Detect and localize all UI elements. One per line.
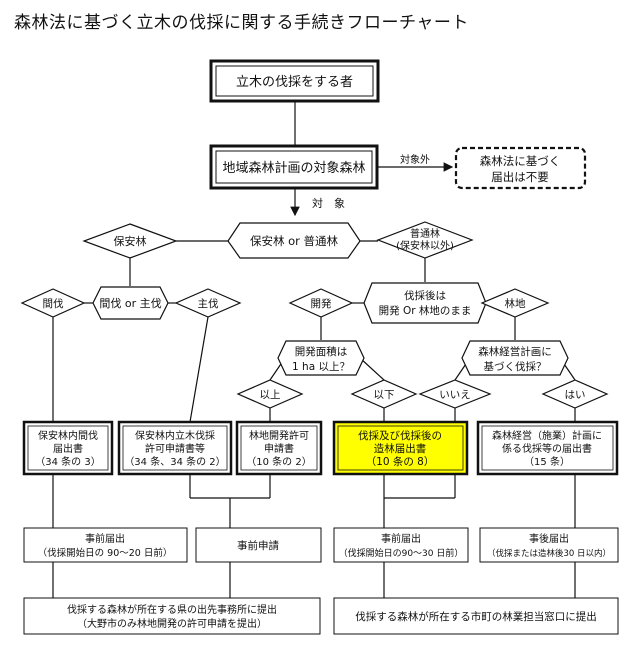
exempt-line-1: 森林法に基づく	[480, 154, 561, 168]
edge-label-target: 対 象	[312, 196, 345, 210]
doc5-line-1: 森林経営（施業）計画に	[492, 429, 602, 442]
timing1-line-2: （伐採開始日の 90～20 日前）	[38, 547, 173, 559]
doc1-line-3: （34 条の 3）	[35, 455, 100, 468]
doc-box-2: 保安林内立木伐採 許可申請書等 （34 条、34 条の 2）	[117, 420, 233, 476]
doc2-line-2: 許可申請書等	[145, 442, 205, 455]
doc2-line-1: 保安林内立木伐採	[135, 429, 215, 442]
area-question-node: 開発面積は 1 ha 以上？	[277, 340, 365, 376]
forest-plan-label: 地域森林計画の対象森林	[222, 160, 365, 176]
after-cut-line-1: 伐採後は	[404, 289, 446, 302]
doc4-line-2: 造林届出書	[374, 442, 427, 455]
forest-plan-box: 地域森林計画の対象森林	[209, 144, 379, 190]
area-question-line-1: 開発面積は	[295, 345, 348, 358]
doc2-line-3: （34 条、34 条の 2）	[124, 455, 225, 468]
ika-label: 以下	[374, 389, 395, 401]
submit-box-prefecture: 伐採する森林が所在する県の出先事務所に提出 （大野市のみ林地開発の許可申請を提出…	[23, 597, 321, 635]
after-cut-line-2: 開発 Or 林地のまま	[379, 304, 472, 317]
exempt-box: 森林法に基づく 届出は不要	[454, 146, 587, 190]
doc-box-4-highlighted: 伐採及び伐採後の 造林届出書 （10 条の 8）	[332, 420, 469, 476]
doc3-line-2: 申請書	[264, 442, 294, 455]
hoanrin-diamond: 保安林	[82, 223, 178, 259]
submit2-label: 伐採する森林が所在する市町の林業担当窓口に提出	[355, 610, 597, 623]
futsurin-diamond: 普通林 (保安林以外)	[376, 221, 474, 259]
ijou-label: 以上	[260, 389, 281, 401]
after-cut-node: 伐採後は 開発 Or 林地のまま	[363, 282, 487, 324]
doc4-line-1: 伐採及び伐採後の	[358, 429, 442, 442]
doc5-line-3: （15 条）	[524, 455, 570, 468]
ika-diamond: 以下	[350, 379, 418, 409]
doc-box-1: 保安林内間伐 届出書 （34 条の 3）	[22, 420, 114, 476]
rinchi-label: 林地	[505, 297, 526, 310]
futsurin-line-1: 普通林	[410, 227, 440, 240]
submit1-line-1: 伐採する森林が所在する県の出先事務所に提出	[67, 603, 277, 616]
doc4-line-3: （10 条の 8）	[366, 455, 435, 468]
hai-diamond: はい	[541, 379, 609, 409]
edge-label-outside: 対象外	[400, 153, 430, 166]
kanbatsu-diamond: 間伐	[20, 288, 86, 318]
start-box: 立木の伐採をする者	[209, 59, 380, 103]
page-title: 森林法に基づく立木の伐採に関する手続きフローチャート	[14, 13, 469, 33]
hoanrin-label: 保安林	[114, 234, 147, 248]
plan-question-node: 森林経営計画に 基づく伐採？	[461, 340, 569, 376]
doc1-line-2: 届出書	[53, 442, 83, 455]
kaihatsu-diamond: 開発	[288, 288, 354, 318]
kanbatsu-label: 間伐	[43, 298, 64, 310]
plan-question-line-2: 基づく伐採？	[484, 360, 547, 373]
area-question-line-2: 1 ha 以上？	[292, 361, 350, 373]
forest-type-node: 保安林 or 普通林	[227, 222, 361, 259]
doc3-line-1: 林地開発許可	[249, 429, 309, 442]
timing4-line-1: 事後届出	[529, 532, 569, 545]
timing3-line-1: 事前届出	[381, 532, 421, 545]
timing-box-4: 事後届出 （伐採または造林後30 日以内）	[479, 527, 619, 563]
shubatsu-label: 主伐	[198, 298, 219, 310]
start-label: 立木の伐採をする者	[236, 75, 353, 90]
cut-type-label: 間伐 or 主伐	[99, 297, 161, 310]
doc5-line-2: 係る伐採等の届出書	[502, 442, 592, 455]
timing2-label: 事前申請	[237, 539, 279, 552]
hai-label: はい	[565, 389, 586, 401]
doc-box-3: 林地開発許可 申請書 （10 条の 2）	[235, 420, 323, 476]
timing4-line-2: （伐採または造林後30 日以内）	[487, 548, 611, 559]
submit-box-municipality: 伐採する森林が所在する市町の林業担当窓口に提出	[333, 597, 619, 635]
timing-box-2: 事前申請	[195, 527, 322, 563]
forest-type-label: 保安林 or 普通林	[250, 234, 339, 248]
plan-question-line-1: 森林経営計画に	[478, 345, 552, 358]
doc-box-5: 森林経営（施業）計画に 係る伐採等の届出書 （15 条）	[476, 420, 619, 476]
kaihatsu-label: 開発	[311, 297, 332, 310]
futsurin-line-2: (保安林以外)	[396, 239, 454, 252]
iie-diamond: いいえ	[418, 379, 492, 409]
submit1-line-2: （大野市のみ林地開発の許可申請を提出）	[77, 617, 267, 630]
iie-label: いいえ	[439, 389, 471, 401]
exempt-line-2: 届出は不要	[491, 170, 549, 184]
rinchi-diamond: 林地	[480, 288, 550, 318]
shubatsu-diamond: 主伐	[174, 288, 242, 318]
timing3-line-2: （伐採開始日の90～30 日前）	[339, 547, 464, 559]
doc3-line-3: （10 条の 2）	[246, 455, 311, 468]
timing-box-3: 事前届出 （伐採開始日の90～30 日前）	[333, 527, 469, 563]
doc1-line-1: 保安林内間伐	[38, 429, 98, 442]
timing1-line-1: 事前届出	[85, 532, 125, 545]
cut-type-node: 間伐 or 主伐	[92, 286, 169, 320]
ijou-diamond: 以上	[236, 379, 304, 409]
timing-box-1: 事前届出 （伐採開始日の 90～20 日前）	[23, 527, 188, 563]
